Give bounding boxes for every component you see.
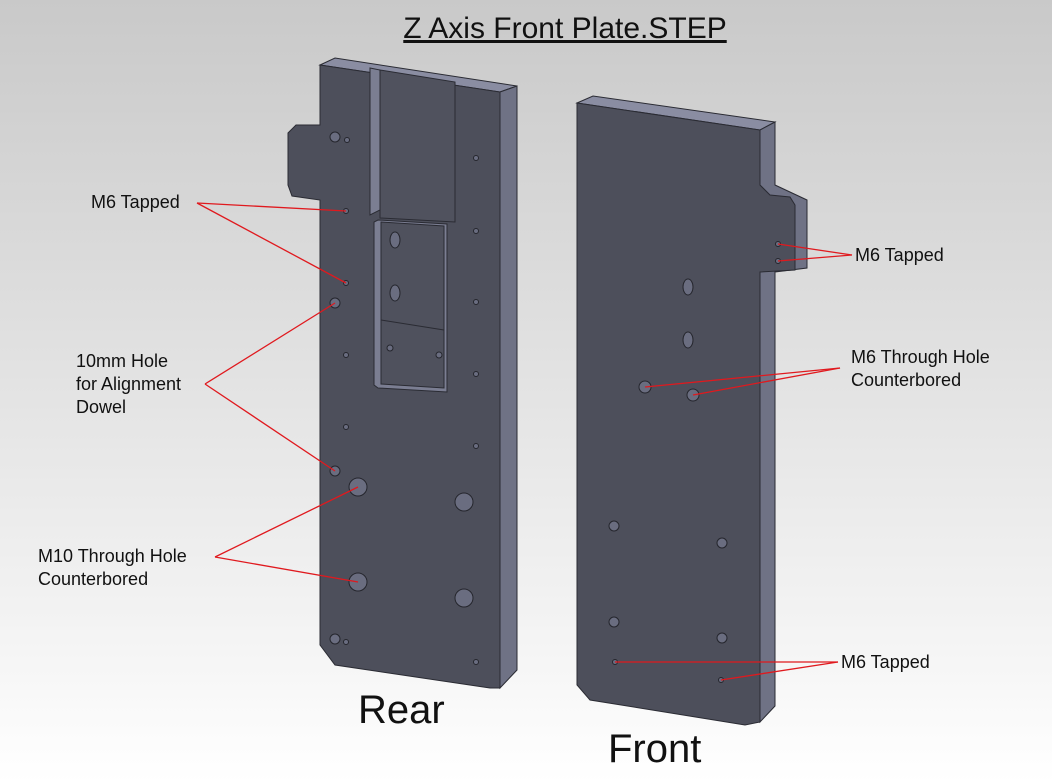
holes (329, 131, 781, 683)
label-rear-m6-tapped: M6 Tapped (91, 192, 180, 212)
drawing-title: Z Axis Front Plate.STEP (403, 12, 727, 45)
leader-lines (196, 202, 853, 681)
label-m6-counterbored: M6 Through Hole Counterbored (851, 347, 990, 390)
rear-plate (287, 57, 518, 690)
front-plate (575, 95, 808, 726)
label-front-m6-tapped-top: M6 Tapped (855, 245, 944, 265)
front-view-label: Front (608, 727, 702, 771)
label-alignment-dowel: 10mm Hole for Alignment Dowel (76, 351, 182, 417)
label-front-m6-tapped-bottom: M6 Tapped (841, 652, 930, 672)
label-m10-counterbored: M10 Through Hole Counterbored (38, 546, 187, 589)
rear-view-label: Rear (358, 688, 445, 732)
